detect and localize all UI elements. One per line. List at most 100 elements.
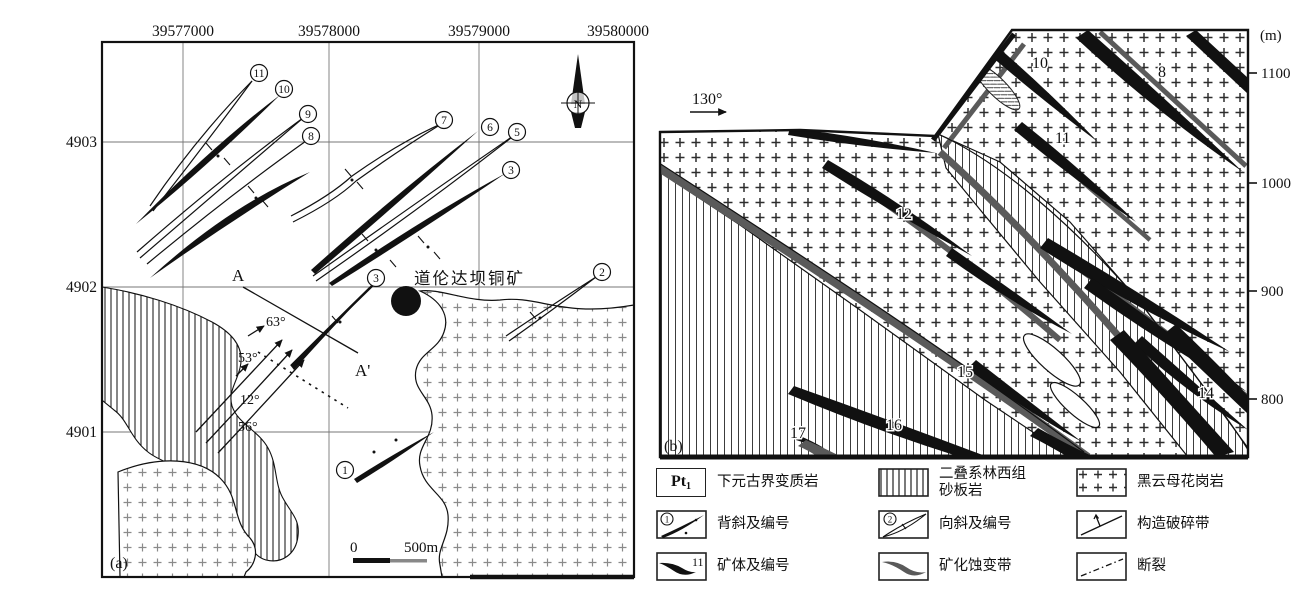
- angle-53: 53°: [238, 351, 258, 366]
- fracture-zone-lines: [195, 286, 359, 454]
- fold-and-orebody-traces: [136, 80, 597, 483]
- elev-800: 800: [1261, 392, 1284, 408]
- panel-a-map: 11 10 9 8 7 6 5 3 3 2 1 A A' 63° 53° 12°…: [66, 23, 649, 580]
- mine-name-label: 道伦达坝铜矿: [414, 269, 525, 288]
- fold-11: 11: [253, 68, 264, 80]
- legend-item-alteration: 矿化蚀变带: [878, 551, 1076, 582]
- section-geology: [660, 30, 1248, 457]
- body-8: 8: [1158, 64, 1166, 81]
- slate-symbol: [878, 467, 929, 497]
- elev-1000: 1000: [1261, 176, 1291, 192]
- y-tick-4903: 4903: [66, 134, 97, 151]
- body-10: 10: [1032, 55, 1048, 72]
- azimuth-arrow: 130°: [690, 91, 727, 116]
- fold-2: 2: [599, 267, 605, 279]
- fold-number-circles: 11 10 9 8 7 6 5 3 3 2 1: [249, 63, 612, 480]
- elev-1100: 1100: [1261, 66, 1290, 82]
- body-15: 15: [957, 364, 973, 381]
- section-line-A-Aprime: [242, 286, 359, 354]
- fold-10: 10: [278, 84, 290, 96]
- elev-unit: (m): [1260, 28, 1282, 44]
- legend-item-fracture: 构造破碎带: [1076, 509, 1266, 540]
- angle-56: 56°: [238, 420, 258, 435]
- fold-8: 8: [308, 131, 314, 143]
- legend-item-syncline: 2 向斜及编号: [878, 509, 1076, 540]
- map-coordinates: 39577000 39578000 39579000 39580000 4903…: [66, 23, 649, 441]
- north-label: N: [574, 97, 583, 111]
- fracture-zone-symbol: [1076, 509, 1127, 539]
- plunge-dots: [216, 154, 542, 454]
- fault-symbol: [1076, 551, 1127, 581]
- metamorphic-symbol: Pt1: [656, 467, 706, 497]
- y-tick-4902: 4902: [66, 279, 97, 296]
- fold-3-mine: 3: [373, 273, 379, 285]
- mine-dot: [391, 286, 421, 316]
- map-border: [100, 40, 636, 579]
- ore-bodies: [788, 30, 1248, 457]
- syncline-symbol: 2: [878, 509, 929, 539]
- x-tick-39578000: 39578000: [298, 23, 360, 40]
- legend-label-granite: 黑云母花岗岩: [1137, 474, 1224, 491]
- anticline-number: 1: [665, 514, 670, 524]
- legend-item-anticline: 1 背斜及编号: [656, 509, 878, 540]
- azimuth-label: 130°: [692, 91, 722, 108]
- pt-symbol: Pt: [670, 472, 687, 490]
- x-tick-39579000: 39579000: [448, 23, 510, 40]
- fold-9: 9: [305, 109, 311, 121]
- granite-symbol: [1076, 467, 1127, 497]
- orebody-number: 11: [692, 555, 704, 569]
- scale-bar: 0 500m: [350, 540, 439, 563]
- x-tick-39580000: 39580000: [587, 23, 649, 40]
- anticline-symbol: 1: [656, 509, 707, 539]
- slate-region-wedge: [937, 132, 1248, 457]
- fault-dotted-line: [257, 351, 349, 409]
- legend-item-granite: 黑云母花岗岩: [1076, 467, 1266, 498]
- legend-label-orebody: 矿体及编号: [717, 558, 790, 575]
- fold-closures: [1022, 333, 1101, 429]
- legend-label-syncline: 向斜及编号: [939, 516, 1012, 533]
- scale-500m: 500m: [404, 540, 439, 556]
- legend-label-slate: 二叠系林西组砂板岩: [939, 466, 1026, 499]
- body-17: 17: [790, 425, 806, 442]
- fold-5: 5: [514, 127, 520, 139]
- legend-item-slate: 二叠系林西组砂板岩: [878, 466, 1076, 499]
- pt-symbol-sub: 1: [686, 480, 692, 492]
- fold-3-east: 3: [508, 165, 514, 177]
- panel-b-label: (b): [664, 438, 683, 455]
- legend-label-fault: 断裂: [1137, 558, 1166, 575]
- granite-unit-map: [117, 290, 635, 578]
- panel-a-label: (a): [110, 555, 128, 572]
- fold-6: 6: [487, 122, 493, 134]
- y-tick-4901: 4901: [66, 424, 97, 441]
- legend-label-anticline: 背斜及编号: [717, 516, 790, 533]
- legend-item-metamorphic: Pt1 下元古界变质岩: [656, 467, 878, 498]
- section-label-A: A: [232, 266, 245, 285]
- legend: Pt1 下元古界变质岩 二叠系林西组砂板岩 黑云母花岗岩 1 背斜及编号: [656, 464, 1296, 585]
- body-12: 12: [896, 206, 912, 223]
- scale-zero: 0: [350, 540, 358, 556]
- x-tick-39577000: 39577000: [152, 23, 214, 40]
- slate-unit-map: [101, 286, 299, 562]
- legend-label-fracture: 构造破碎带: [1137, 516, 1210, 533]
- legend-item-orebody: 11 矿体及编号: [656, 551, 878, 582]
- angle-12: 12°: [240, 393, 260, 408]
- legend-item-fault: 断裂: [1076, 551, 1266, 582]
- elev-900: 900: [1261, 284, 1284, 300]
- body-14: 14: [1198, 385, 1214, 402]
- orebody-numbers: 10 8 11 12 15 16 17 14: [789, 54, 1216, 444]
- orebody-symbol: 11: [656, 551, 707, 581]
- panel-b-section: (m) 1100 1000 900 800 130° 10 8 11 12 15…: [658, 28, 1291, 460]
- alteration-blob-17: [798, 440, 842, 457]
- elevation-axis: (m) 1100 1000 900 800: [1248, 28, 1291, 408]
- alteration-symbol: [878, 551, 929, 581]
- body-11: 11: [1055, 130, 1070, 147]
- section-label-A-prime: A': [355, 361, 370, 380]
- body-16: 16: [886, 417, 902, 434]
- angle-63: 63°: [266, 315, 286, 330]
- legend-label-alteration: 矿化蚀变带: [939, 558, 1012, 575]
- north-arrow: N: [561, 54, 595, 128]
- fold-7: 7: [441, 115, 447, 127]
- syncline-number: 2: [888, 514, 893, 524]
- legend-label-metamorphic: 下元古界变质岩: [717, 474, 819, 491]
